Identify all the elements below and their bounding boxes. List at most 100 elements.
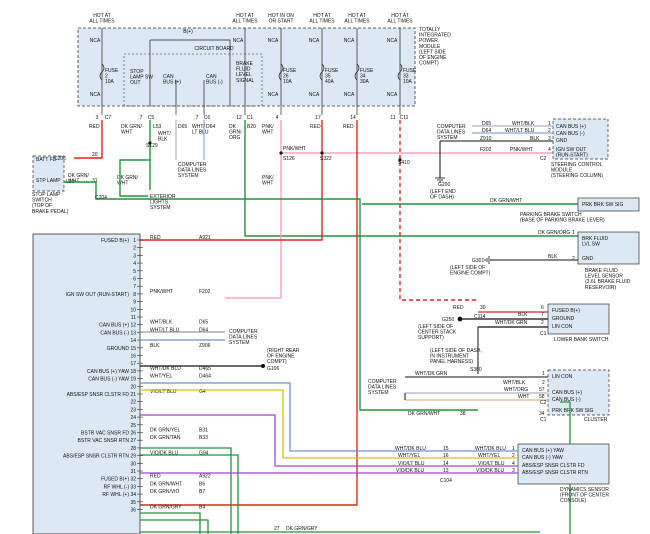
abs-pin-label: ABS/ESP SNSR CLSTR FD bbox=[67, 392, 130, 398]
abs-pin-row: 5 bbox=[133, 269, 143, 275]
cluster-wire-2: WHT/BLK bbox=[503, 380, 526, 386]
dyn-connector: C104 bbox=[440, 478, 452, 484]
lower-bank-wires bbox=[460, 311, 548, 328]
abs-pin-number: 23 bbox=[130, 407, 136, 413]
lb-wire-blk: BLK bbox=[518, 312, 528, 318]
abs-pin-row: 16 bbox=[130, 354, 143, 360]
abs-pin-label: CAN BUS (+) bbox=[99, 323, 129, 329]
abs-pin-wire-color: BLK bbox=[150, 343, 160, 349]
green-wire-park-brake bbox=[95, 190, 478, 411]
abs-pin-wire-color: WHT/LT BLU bbox=[150, 327, 180, 333]
abs-pin-number: 35 bbox=[130, 500, 136, 506]
stop-lamp-c206: C206 bbox=[54, 156, 66, 162]
abs-pin-number: 12 bbox=[130, 323, 136, 329]
cluster-pin-label-1: LIN CON bbox=[552, 374, 573, 380]
abs-pin-label: IGN SW OUT (RUN-START) bbox=[66, 292, 130, 298]
nca-6a: NCA bbox=[387, 38, 398, 44]
cluster-pin-58: 58 bbox=[539, 394, 545, 400]
abs-pin-row: 10 bbox=[130, 307, 143, 313]
steer-color-1: WHT/BLK bbox=[512, 121, 535, 127]
abs-pin-wire-color: DK GRN/WHT bbox=[150, 481, 182, 487]
pin-7a: 7 bbox=[140, 115, 143, 121]
abs-pin-number: 7 bbox=[133, 284, 136, 290]
steering-labels: D65 D64 Z910 F202 WHT/BLK WHT/LT BLU BLK… bbox=[430, 121, 603, 201]
abs-pin-row: 25 bbox=[130, 423, 143, 429]
nca-5a: NCA bbox=[344, 38, 355, 44]
abs-pin-row: 6 bbox=[133, 277, 143, 283]
nca-2a: NCA bbox=[233, 38, 244, 44]
steer-connector: C2 bbox=[540, 156, 547, 162]
abs-pin-wire-color: WHT/DK BLU bbox=[150, 366, 181, 372]
abs-pin-number: 33 bbox=[130, 484, 136, 490]
green-wire-ext bbox=[119, 159, 150, 197]
abs-pin-number: 5 bbox=[133, 269, 136, 275]
abs-pin-row: 11 bbox=[131, 315, 143, 321]
wire-pnk-wht-3: PNK/WHT bbox=[262, 175, 274, 187]
dyn-pin-2: 2 bbox=[512, 453, 515, 459]
dyn-wire-runs bbox=[450, 450, 518, 474]
abs-pin-row: 2 bbox=[133, 246, 143, 252]
abs-pin-wire-color: RED bbox=[150, 474, 161, 480]
abs-pin-number: 26 bbox=[130, 431, 136, 437]
steer-pin-label-3: GND bbox=[556, 138, 568, 144]
steer-pin-2: 2 bbox=[548, 128, 551, 134]
wire-pnk-wht: PNK/WHT bbox=[262, 124, 274, 136]
abs-pin-wire-code: A922 bbox=[199, 474, 211, 480]
lb-wire-red: RED bbox=[453, 305, 464, 311]
red-wire-dashed bbox=[399, 120, 478, 301]
abs-pin-wire-color: DK GRN/GRY bbox=[150, 505, 182, 511]
abs-pin-number: 36 bbox=[130, 508, 136, 514]
abs-pin-label: RF WHL (-) bbox=[104, 484, 130, 490]
wire-b6-run bbox=[140, 512, 201, 534]
abs-pin-number: 27 bbox=[130, 438, 136, 444]
steering-module-box bbox=[552, 118, 609, 160]
dyn-pin-label-1: CAN BUS (+) YAW bbox=[522, 448, 564, 454]
abs-pin-wire-code: Z906 bbox=[199, 343, 211, 349]
wire-b20: B20 bbox=[247, 124, 256, 130]
bfs-pin1: 1 bbox=[572, 230, 575, 236]
wire-d65: D65 bbox=[178, 124, 187, 130]
bfs-pin2: 2 bbox=[572, 256, 575, 262]
stop-lamp-pin31: 31 bbox=[92, 178, 98, 184]
abs-pin-label: GROUND bbox=[107, 346, 130, 352]
cluster-wire-1: WHT/DK GRN bbox=[415, 371, 448, 377]
abs-pin-wire-code: D65 bbox=[199, 320, 208, 326]
bottom-wire: DK GRN/GRY bbox=[286, 526, 318, 532]
dyn-pin-label-4: ABS/ESP SNSR CLSTR RTN bbox=[522, 470, 588, 476]
pin-c1: C1 bbox=[247, 115, 254, 121]
steer-pin-1: 1 bbox=[548, 121, 551, 127]
abs-pin-row: 22 bbox=[130, 400, 143, 406]
abs-pin-wire-code: G4 bbox=[199, 389, 206, 395]
steer-color-3: BLK bbox=[530, 136, 540, 142]
stop-lamp-batt-fd: BATT FD bbox=[36, 157, 57, 163]
abs-pin-wire-code: B31 bbox=[199, 428, 208, 434]
lb-connector-c114: C114 bbox=[474, 314, 486, 320]
abs-pin-number: 15 bbox=[130, 346, 136, 352]
cluster-pin-2: 2 bbox=[542, 380, 545, 386]
abs-pin-wire-color: DK GRN/VIO bbox=[150, 489, 180, 495]
pin-3: 3 bbox=[96, 115, 99, 121]
nca-3a: NCA bbox=[268, 38, 279, 44]
lb-num-30: 30 bbox=[480, 305, 486, 311]
bottom-num: 27 bbox=[274, 526, 280, 532]
abs-pin-number: 2 bbox=[133, 246, 136, 252]
tipm-circuit-board-label: CIRCUIT BOARD bbox=[194, 46, 234, 52]
nca-5b: NCA bbox=[344, 92, 355, 98]
pin-14: 14 bbox=[350, 115, 356, 121]
dyn-rwire-2: WHT/YEL bbox=[478, 453, 500, 459]
